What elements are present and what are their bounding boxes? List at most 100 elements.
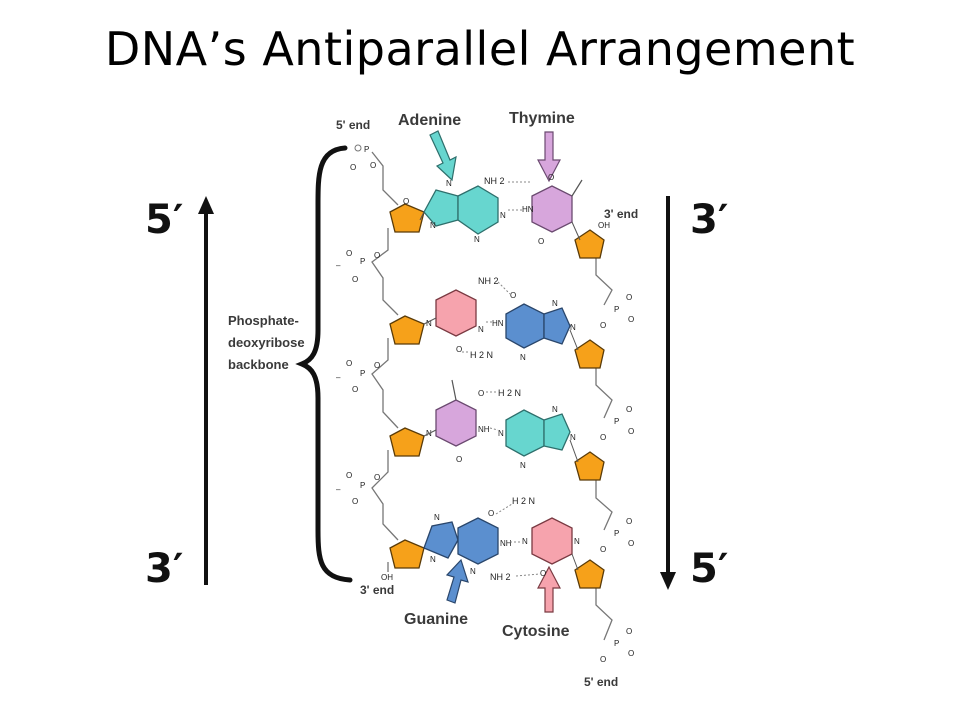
backbone-brace bbox=[295, 145, 353, 583]
left-sugar-2 bbox=[389, 315, 425, 345]
svg-text:O: O bbox=[352, 385, 358, 394]
svg-text:O: O bbox=[540, 569, 546, 578]
left-five-prime-label: 5′ bbox=[145, 197, 183, 243]
backbone-label-line2: deoxyribose bbox=[228, 335, 305, 350]
left-phosphate-4: P O O O – bbox=[336, 471, 380, 506]
svg-text:P: P bbox=[360, 481, 365, 490]
svg-text:P: P bbox=[364, 145, 369, 154]
svg-text:N: N bbox=[430, 555, 436, 564]
five-prime-end-top-label: 5' end bbox=[336, 118, 370, 132]
backbone-label-line3: backbone bbox=[228, 357, 289, 372]
svg-text:O: O bbox=[346, 359, 352, 368]
svg-text:N: N bbox=[500, 211, 506, 220]
thymine-base-row3: O NH N O bbox=[426, 379, 490, 464]
five-prime-end-bottom-label: 5' end bbox=[584, 675, 618, 689]
svg-text:N: N bbox=[470, 567, 476, 576]
page-title: DNA’s Antiparallel Arrangement bbox=[104, 22, 856, 76]
svg-text:O: O bbox=[600, 655, 606, 664]
three-prime-end-bottom-label: 3' end bbox=[360, 583, 394, 597]
svg-text:O: O bbox=[346, 249, 352, 258]
right-phosphate-2: P O O O bbox=[600, 405, 634, 442]
svg-text:O: O bbox=[403, 197, 409, 206]
svg-text:N: N bbox=[552, 405, 558, 414]
svg-text:N: N bbox=[520, 353, 526, 362]
svg-text:O: O bbox=[374, 473, 380, 482]
svg-text:N: N bbox=[434, 513, 440, 522]
right-sugar-1: OH bbox=[574, 221, 610, 259]
svg-text:O: O bbox=[600, 433, 606, 442]
svg-text:O: O bbox=[374, 251, 380, 260]
svg-text:O: O bbox=[626, 405, 632, 414]
svg-text:O: O bbox=[628, 539, 634, 548]
svg-text:P: P bbox=[360, 257, 365, 266]
svg-text:O: O bbox=[510, 291, 516, 300]
svg-text:–: – bbox=[336, 485, 341, 494]
guanine-base-row4: N N O NH N NH 2 bbox=[423, 509, 512, 582]
svg-text:P: P bbox=[360, 369, 365, 378]
left-direction-arrow bbox=[198, 196, 214, 585]
left-sugar-1: O bbox=[389, 197, 425, 233]
svg-text:OH: OH bbox=[381, 573, 393, 582]
svg-text:P: P bbox=[614, 417, 619, 426]
svg-text:NH 2: NH 2 bbox=[484, 176, 505, 186]
svg-text:O: O bbox=[538, 237, 544, 246]
adenine-pointer-arrow bbox=[429, 130, 457, 182]
svg-text:–: – bbox=[336, 373, 341, 382]
svg-text:O: O bbox=[478, 389, 484, 398]
guanine-pointer-arrow bbox=[445, 558, 469, 604]
svg-text:N: N bbox=[570, 323, 576, 332]
svg-text:O: O bbox=[628, 427, 634, 436]
svg-text:H 2 N: H 2 N bbox=[470, 350, 493, 360]
right-phosphate-1: P O O O bbox=[600, 293, 634, 330]
svg-text:HN: HN bbox=[492, 319, 504, 328]
three-prime-end-right-label: 3' end bbox=[604, 207, 638, 221]
svg-text:N: N bbox=[520, 461, 526, 470]
svg-text:P: P bbox=[614, 529, 619, 538]
svg-text:N: N bbox=[446, 179, 452, 188]
svg-text:H 2 N: H 2 N bbox=[498, 388, 521, 398]
guanine-label: Guanine bbox=[404, 611, 468, 628]
guanine-base-row2: O HN N N N H 2 N bbox=[470, 291, 576, 362]
adenine-label: Adenine bbox=[398, 112, 461, 129]
svg-text:N: N bbox=[426, 319, 432, 328]
right-sugar-2 bbox=[574, 339, 605, 369]
left-phosphate-3: P O O O – bbox=[336, 359, 380, 394]
svg-text:O: O bbox=[626, 517, 632, 526]
svg-text:O: O bbox=[352, 497, 358, 506]
left-three-prime-label: 3′ bbox=[145, 546, 183, 592]
cytosine-base-row2: NH 2 N N O bbox=[426, 276, 499, 354]
svg-text:NH: NH bbox=[500, 539, 512, 548]
svg-text:NH 2: NH 2 bbox=[478, 276, 499, 286]
svg-text:–: – bbox=[336, 261, 341, 270]
svg-text:O: O bbox=[600, 321, 606, 330]
svg-text:OH: OH bbox=[598, 221, 610, 230]
svg-text:P: P bbox=[614, 639, 619, 648]
svg-text:N: N bbox=[430, 221, 436, 230]
thymine-label: Thymine bbox=[509, 110, 575, 127]
right-direction-arrow bbox=[660, 196, 676, 590]
cytosine-label: Cytosine bbox=[502, 623, 570, 640]
svg-text:O: O bbox=[350, 163, 356, 172]
right-five-prime-label: 5′ bbox=[690, 546, 728, 592]
left-backbone-bonds bbox=[371, 151, 399, 572]
thymine-pointer-arrow bbox=[537, 131, 561, 183]
svg-text:N: N bbox=[570, 433, 576, 442]
svg-text:N: N bbox=[498, 429, 504, 438]
svg-text:O: O bbox=[626, 627, 632, 636]
adenine-base-row3: H 2 N N N N N bbox=[498, 388, 576, 470]
right-phosphate-3: P O O O bbox=[600, 517, 634, 554]
svg-text:O: O bbox=[626, 293, 632, 302]
svg-text:O: O bbox=[488, 509, 494, 518]
backbone-label-line1: Phosphate- bbox=[228, 313, 299, 328]
svg-text:NH: NH bbox=[478, 425, 490, 434]
svg-text:O: O bbox=[456, 345, 462, 354]
adenine-base-row1: N N N N NH 2 bbox=[423, 176, 506, 244]
right-sugar-3 bbox=[574, 451, 605, 481]
cytosine-pointer-arrow bbox=[537, 565, 561, 613]
right-sugar-4 bbox=[574, 559, 605, 589]
svg-text:O: O bbox=[370, 161, 376, 170]
svg-text:O: O bbox=[600, 545, 606, 554]
svg-text:N: N bbox=[552, 299, 558, 308]
svg-text:O: O bbox=[628, 315, 634, 324]
